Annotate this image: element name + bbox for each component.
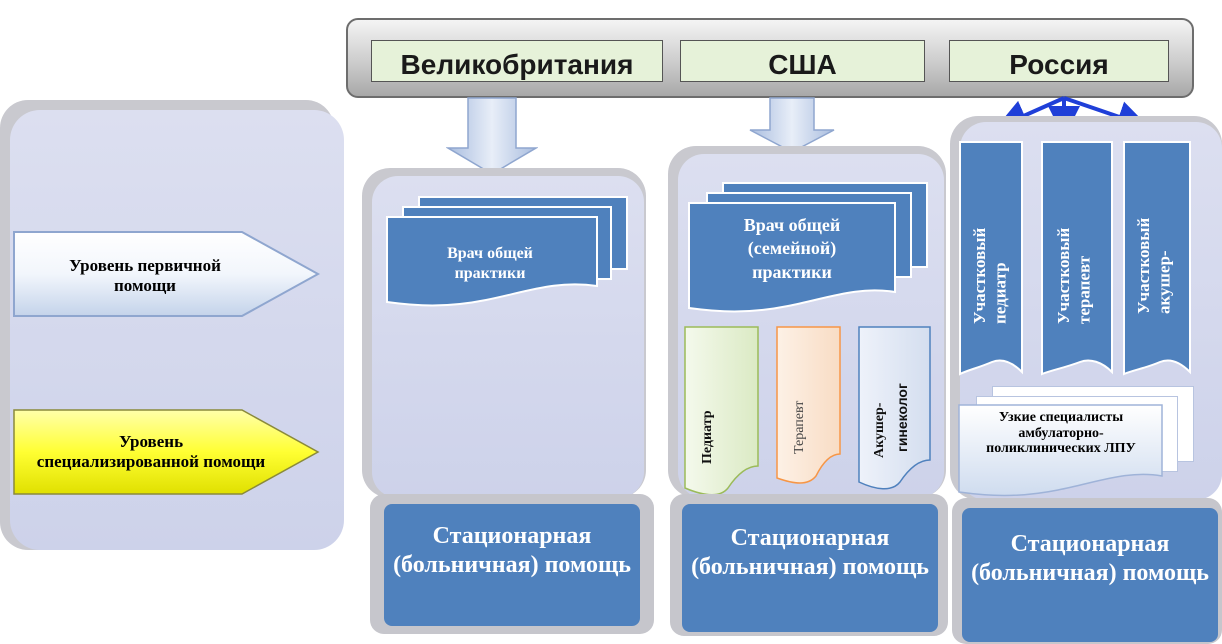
- russia-specialists-card: [958, 404, 1163, 497]
- usa-therapist-label: Терапевт: [792, 400, 807, 454]
- usa-therapist-card: [776, 326, 841, 484]
- uk-hospital-care: Стационарная (больничная) помощь: [384, 504, 640, 626]
- russia-therapist-label: Участковый терапевт: [1054, 227, 1094, 324]
- usa-gp-card: [688, 202, 896, 313]
- uk-down-arrow: [446, 97, 538, 175]
- usa-obgyn-label-2: гинеколог: [894, 383, 910, 452]
- usa-hospital-care: Стационарная (больничная) помощь: [682, 504, 938, 632]
- russia-pediatrician-label: Участковый педиатр: [970, 227, 1010, 324]
- russia-obgyn-card: [1123, 141, 1191, 376]
- usa-pediatrician-label: Педиатр: [700, 410, 715, 464]
- russia-therapist-card: [1041, 141, 1113, 376]
- russia-obgyn-label: Участковый акушер-: [1134, 217, 1174, 314]
- usa-obgyn-label-1: Акушер-: [872, 402, 887, 458]
- country-uk: Великобритания: [371, 40, 663, 82]
- usa-down-arrow: [749, 97, 835, 153]
- specialized-level-arrow: [13, 409, 320, 495]
- usa-gp-label: Врач общей (семейной) практики: [743, 215, 841, 282]
- usa-pediatrician-card: [684, 326, 759, 496]
- uk-gp-card: [386, 216, 598, 307]
- russia-pediatrician-card: [959, 141, 1023, 376]
- country-russia: Россия: [949, 40, 1169, 82]
- russia-specialists-label: Узкие специалисты амбулаторно-поликлинич…: [986, 410, 1136, 457]
- uk-gp-label: Врач общей практики: [447, 245, 533, 282]
- country-usa: США: [680, 40, 925, 82]
- russia-hospital-care: Стационарная (больничная) помощь: [962, 508, 1218, 642]
- primary-level-arrow: [13, 231, 321, 317]
- specialized-level-label: Уровень специализированной помощи: [36, 432, 266, 471]
- usa-obgyn-card: [858, 326, 931, 490]
- primary-level-label: Уровень первичной помощи: [69, 256, 221, 295]
